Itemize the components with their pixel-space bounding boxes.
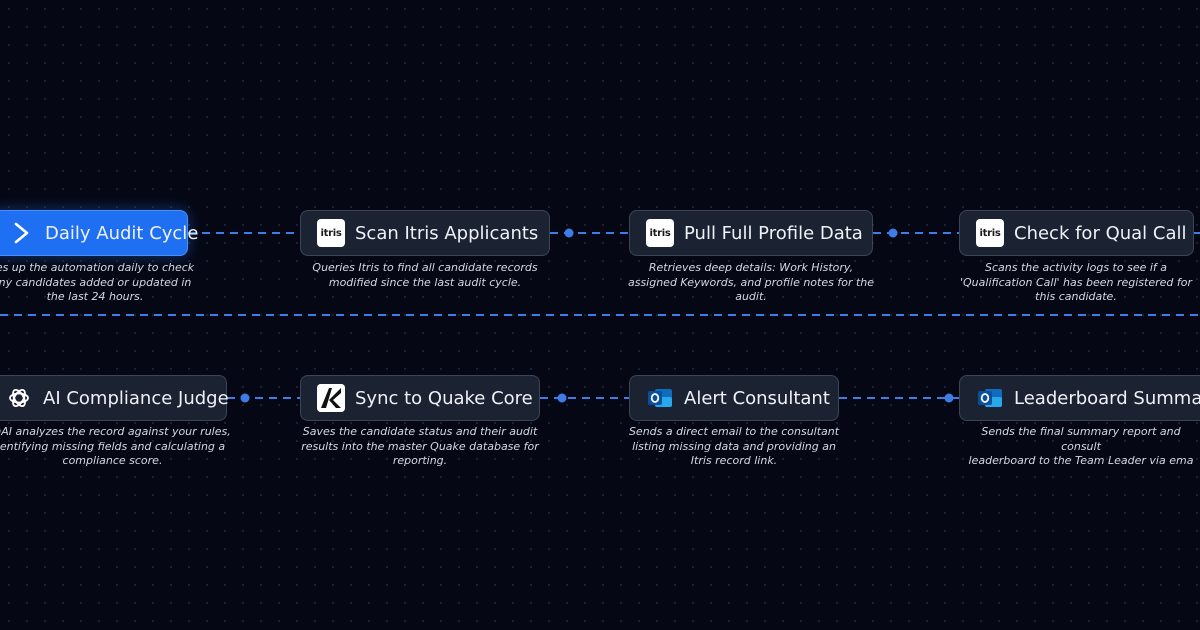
node-description: nAI analyzes the record against your rul… (0, 425, 231, 467)
itris-logo-icon: itris (976, 219, 1004, 247)
node-label: Alert Consultant (684, 387, 830, 409)
openai-icon (5, 384, 33, 412)
node-scan-itris-applicants[interactable]: itris Scan Itris Applicants (300, 210, 550, 256)
node-label: AI Compliance Judge (43, 387, 229, 409)
node-ai-compliance-judge[interactable]: AI Compliance Judge (0, 375, 229, 421)
node-alert-consultant[interactable]: Alert Consultant (629, 375, 839, 421)
wire-dot-sync-alert (557, 393, 567, 403)
itris-logo-icon: itris (646, 219, 674, 247)
node-description: Retrieves deep details: Work History, as… (627, 261, 875, 303)
node-label: Daily Audit Cycle (45, 222, 199, 244)
node-pull-full-profile-data[interactable]: itris Pull Full Profile Data (629, 210, 873, 256)
node-sync-to-quake-core[interactable]: Sync to Quake Core (300, 375, 540, 421)
node-label: Pull Full Profile Data (684, 222, 863, 244)
node-label: Sync to Quake Core (355, 387, 533, 409)
node-description: es up the automation daily to check ny c… (0, 261, 195, 303)
node-daily-audit-cycle[interactable]: Daily Audit Cycle (0, 210, 198, 256)
outlook-icon (976, 384, 1004, 412)
wire-dot-alert-leader (944, 393, 954, 403)
node-description: Scans the activity logs to see if a 'Qua… (960, 261, 1192, 303)
outlook-icon (646, 384, 674, 412)
node-label: Scan Itris Applicants (355, 222, 539, 244)
itris-logo-icon: itris (317, 219, 345, 247)
node-description: Saves the candidate status and their aud… (301, 425, 539, 467)
node-label: Check for Qual Call (1014, 222, 1187, 244)
node-label: Leaderboard Summar (1014, 387, 1200, 409)
node-description: Queries Itris to find all candidate reco… (312, 261, 538, 289)
wire-dot-pull-check (888, 228, 898, 238)
node-leaderboard-summary[interactable]: Leaderboard Summar (959, 375, 1200, 421)
wire-dot-scan-pull (564, 228, 574, 238)
wire-dot-judge-sync (240, 393, 250, 403)
play-icon (7, 219, 35, 247)
node-check-for-qual-call[interactable]: itris Check for Qual Call (959, 210, 1194, 256)
node-description: Sends a direct email to the consultant l… (628, 425, 840, 467)
node-description: Sends the final summary report and consu… (968, 425, 1194, 467)
quake-logo-icon (317, 384, 345, 412)
